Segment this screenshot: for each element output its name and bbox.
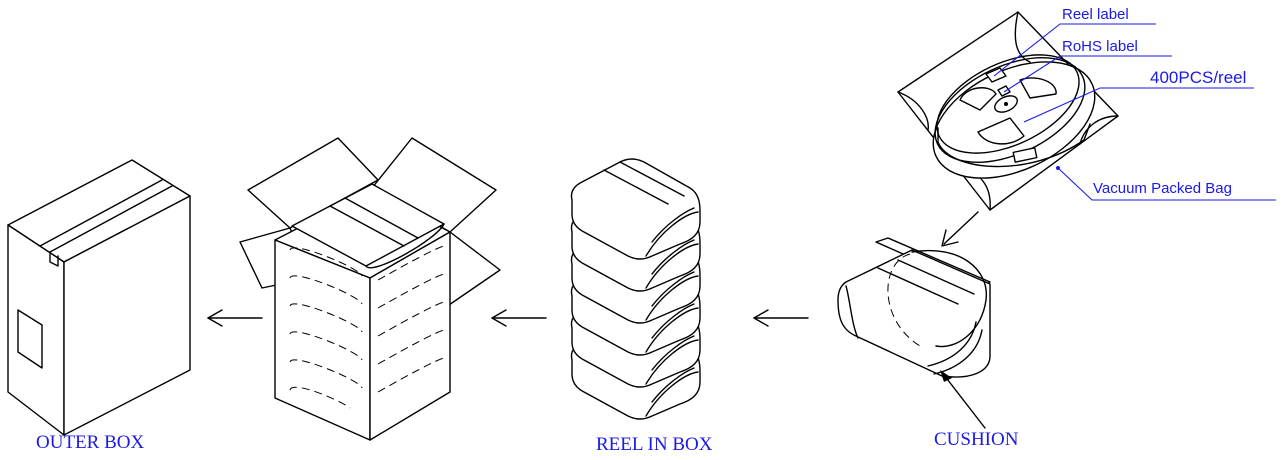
rohs-label-text: RoHS label [1062, 38, 1138, 55]
vacuum-bag-callout: Vacuum Packed Bag [1056, 166, 1276, 201]
vacuum-bag-text: Vacuum Packed Bag [1093, 180, 1232, 197]
cushion-caption: CUSHION [934, 429, 1019, 450]
vacuum-bag-reel-illustration [897, 11, 1119, 211]
arrow-to-open-box [491, 309, 547, 327]
cushion-pointer [940, 370, 986, 429]
reel-label-callout: Reel label [993, 6, 1156, 77]
cushion-illustration [837, 237, 991, 378]
pcs-per-reel-callout: 400PCS/reel [1023, 68, 1254, 123]
arrow-to-reel-stack [753, 309, 809, 327]
reel-stack-illustration [570, 158, 701, 420]
outer-box-illustration [7, 159, 191, 436]
reel-label-text: Reel label [1062, 6, 1129, 23]
arrow-to-outer-box [207, 309, 263, 327]
open-box-illustration [239, 137, 501, 441]
reel-in-box-caption: REEL IN BOX [596, 434, 713, 455]
reel-pack-top [603, 161, 685, 205]
pcs-per-reel-text: 400PCS/reel [1150, 68, 1246, 87]
outer-box-caption: OUTER BOX [36, 432, 144, 453]
arrow-reel-to-cushion [941, 211, 979, 247]
rohs-label-callout: RoHS label [1003, 38, 1172, 93]
